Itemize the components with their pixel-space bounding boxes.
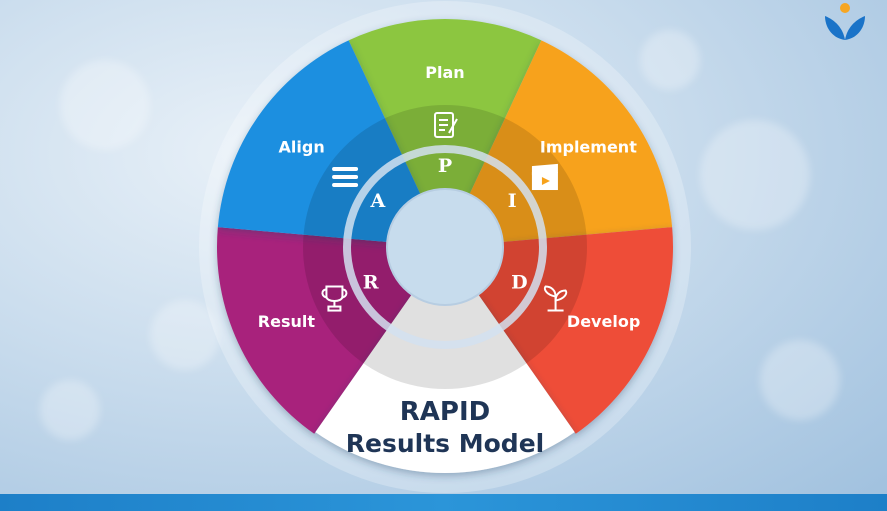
icons-layer xyxy=(321,112,568,312)
segment-plan xyxy=(348,19,542,195)
segment-letter-align: A xyxy=(369,190,385,212)
segment-result xyxy=(217,227,412,434)
document-pen-icon xyxy=(434,112,458,138)
center-hole xyxy=(386,188,504,306)
clapperboard-icon xyxy=(531,163,558,191)
bottom-brand-bar xyxy=(0,494,887,511)
segments-layer xyxy=(217,19,673,434)
model-title-panel xyxy=(315,294,575,473)
segment-implement xyxy=(469,40,673,242)
segment-label-develop: Develop xyxy=(567,312,640,331)
menu-icon xyxy=(332,167,359,188)
trophy-icon xyxy=(321,285,348,312)
model-title-line1: RAPID xyxy=(400,397,490,427)
segment-letter-plan: P xyxy=(438,155,452,177)
segment-letter-develop: D xyxy=(511,272,527,294)
segment-label-align: Align xyxy=(279,138,325,157)
segment-label-implement: Implement xyxy=(540,138,637,157)
segment-align xyxy=(217,40,421,242)
segment-label-result: Result xyxy=(258,312,316,331)
model-title-line2: Results Model xyxy=(346,429,544,458)
sprout-icon xyxy=(543,285,568,312)
segment-letter-implement: I xyxy=(508,190,517,212)
segment-develop xyxy=(478,227,673,434)
segment-letter-result: R xyxy=(363,272,379,294)
leaf-drop-icon xyxy=(825,3,865,40)
inner-band xyxy=(343,145,547,349)
segment-label-plan: Plan xyxy=(425,63,464,82)
